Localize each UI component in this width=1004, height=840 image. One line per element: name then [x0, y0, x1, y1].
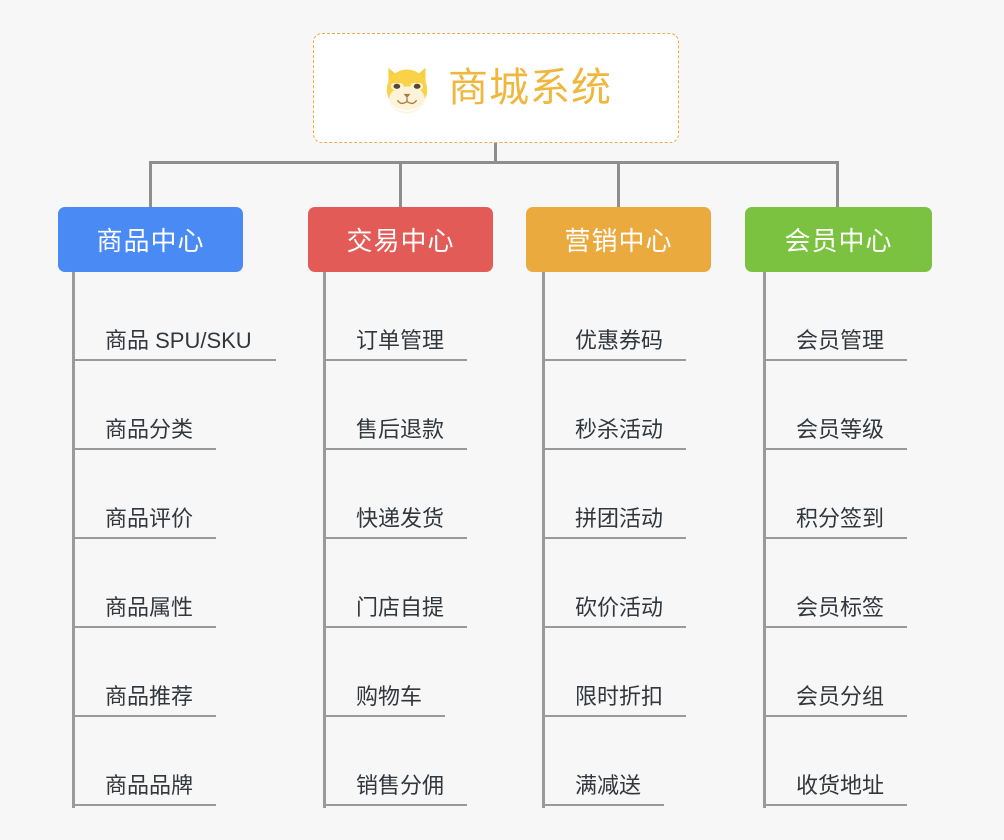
leaf-item[interactable]: 商品属性 — [72, 539, 216, 628]
branch-trunk-3 — [542, 272, 545, 808]
leaf-item[interactable]: 商品品牌 — [72, 717, 216, 806]
leaf-label: 商品 SPU/SKU — [105, 327, 252, 353]
leaf-label: 限时折扣 — [575, 683, 664, 709]
connector-drop-2 — [399, 161, 402, 208]
leaf-label: 商品属性 — [105, 594, 194, 620]
leaf-item[interactable]: 限时折扣 — [542, 628, 686, 717]
leaf-item[interactable]: 商品 SPU/SKU — [72, 272, 276, 361]
leaf-label: 砍价活动 — [575, 594, 664, 620]
leaf-item[interactable]: 快递发货 — [323, 450, 467, 539]
leaf-item[interactable]: 销售分佣 — [323, 717, 467, 806]
leaf-item[interactable]: 秒杀活动 — [542, 361, 686, 450]
leaf-item[interactable]: 商品评价 — [72, 450, 216, 539]
leaf-label: 会员分组 — [796, 683, 885, 709]
leaf-item[interactable]: 拼团活动 — [542, 450, 686, 539]
leaf-item[interactable]: 会员管理 — [763, 272, 907, 361]
root-node[interactable]: 商城系统 — [313, 33, 679, 143]
leaf-label: 门店自提 — [356, 594, 445, 620]
leaf-item[interactable]: 售后退款 — [323, 361, 467, 450]
branch-trunk-1 — [72, 272, 75, 808]
leaf-item[interactable]: 满减送 — [542, 717, 664, 806]
category-box-3[interactable]: 营销中心 — [526, 207, 711, 272]
leaf-label: 购物车 — [356, 683, 423, 709]
category-label-2: 交易中心 — [346, 226, 455, 256]
leaf-label: 收货地址 — [796, 772, 885, 798]
leaf-label: 售后退款 — [356, 416, 445, 442]
leaf-label: 会员等级 — [796, 416, 885, 442]
leaf-item[interactable]: 门店自提 — [323, 539, 467, 628]
leaf-label: 会员标签 — [796, 594, 885, 620]
leaf-label: 商品品牌 — [105, 772, 194, 798]
leaf-item[interactable]: 购物车 — [323, 628, 445, 717]
leaf-item[interactable]: 收货地址 — [763, 717, 907, 806]
branch-trunk-2 — [323, 272, 326, 808]
leaf-label: 商品分类 — [105, 416, 194, 442]
leaf-item[interactable]: 会员标签 — [763, 539, 907, 628]
leaf-label: 满减送 — [575, 772, 642, 798]
category-label-3: 营销中心 — [564, 226, 673, 256]
leaf-item[interactable]: 砍价活动 — [542, 539, 686, 628]
dog-face-icon — [386, 67, 428, 114]
category-label-4: 会员中心 — [784, 226, 893, 256]
connector-drop-3 — [617, 161, 620, 208]
leaf-label: 积分签到 — [796, 505, 885, 531]
leaf-item[interactable]: 商品分类 — [72, 361, 216, 450]
leaf-item[interactable]: 商品推荐 — [72, 628, 216, 717]
root-label: 商城系统 — [448, 66, 612, 110]
leaf-item[interactable]: 会员等级 — [763, 361, 907, 450]
leaf-item[interactable]: 订单管理 — [323, 272, 467, 361]
branch-trunk-4 — [763, 272, 766, 808]
category-label-1: 商品中心 — [96, 226, 205, 256]
connector-drop-4 — [836, 161, 839, 208]
leaf-label: 拼团活动 — [575, 505, 664, 531]
leaf-item[interactable]: 优惠券码 — [542, 272, 686, 361]
leaf-label: 商品评价 — [105, 505, 194, 531]
category-box-4[interactable]: 会员中心 — [745, 207, 932, 272]
leaf-label: 商品推荐 — [105, 683, 194, 709]
leaf-label: 优惠券码 — [575, 327, 664, 353]
leaf-item[interactable]: 积分签到 — [763, 450, 907, 539]
leaf-item[interactable]: 会员分组 — [763, 628, 907, 717]
leaf-label: 秒杀活动 — [575, 416, 664, 442]
leaf-label: 会员管理 — [796, 327, 885, 353]
connector-root-stem — [494, 143, 497, 163]
category-box-1[interactable]: 商品中心 — [58, 207, 243, 272]
connector-drop-1 — [149, 161, 152, 208]
leaf-label: 订单管理 — [356, 327, 445, 353]
connector-horizontal-bus — [149, 161, 839, 164]
category-box-2[interactable]: 交易中心 — [308, 207, 493, 272]
leaf-label: 销售分佣 — [356, 772, 445, 798]
leaf-label: 快递发货 — [356, 505, 445, 531]
